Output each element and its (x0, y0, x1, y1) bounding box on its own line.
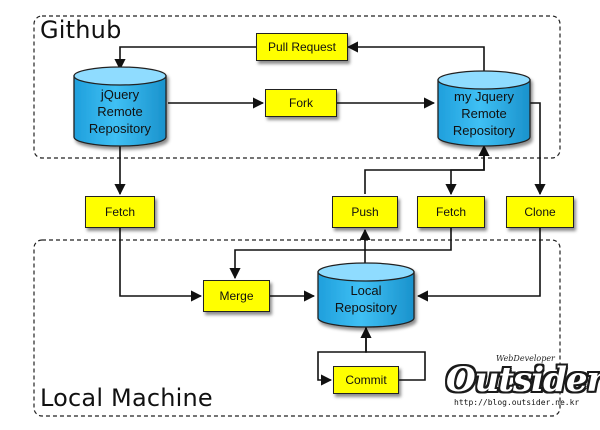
arrow-pullrequest-to-jquery (114, 46, 256, 71)
arrow-clone-to-local (416, 228, 541, 302)
arrow-myrepo-to-fetch (445, 146, 485, 196)
arrow-myrepo-to-pullrequest (346, 41, 485, 72)
repository-my-jquery-remote-shape (437, 70, 531, 147)
repository-my-jquery-remote-line-2: Remote (461, 105, 507, 121)
repository-my-jquery-remote-line-1: my Jquery (454, 88, 514, 104)
repository-my-jquery-remote: my Jquery Remote Repository (438, 88, 530, 138)
repository-local-shape (317, 262, 415, 328)
repository-my-jquery-remote-line-3: Repository (452, 122, 516, 138)
repository-local: Local Repository (318, 281, 414, 317)
merge-box: Merge (203, 280, 270, 312)
github-region (33, 15, 561, 159)
repository-local-line-2: Repository (334, 300, 398, 315)
push-box: Push (332, 196, 398, 228)
watermark-url: http://blog.outsider.ne.kr (454, 398, 580, 407)
pull-request-box: Pull Request (256, 33, 348, 61)
local-machine-region-title: Local Machine (40, 384, 213, 412)
arrow-fetch-origin-to-merge (229, 228, 452, 280)
arrow-commit-to-local (360, 326, 426, 381)
commit-box: Commit (333, 366, 399, 394)
repository-local-line-1: Local (350, 283, 382, 298)
fetch-upstream-box: Fetch (85, 196, 155, 228)
outsider-watermark: WebDeveloper Outsider http://blog.outsid… (444, 354, 600, 420)
repository-jquery-remote: jQuery Remote Repository (74, 86, 166, 136)
watermark-name: Outsider (446, 360, 600, 400)
fork-box: Fork (265, 89, 337, 117)
repository-jquery-remote-line-1: jQuery (100, 86, 140, 102)
github-region-title: Github (40, 16, 122, 44)
arrow-myrepo-to-clone (528, 102, 546, 196)
repository-jquery-remote-shape (73, 66, 167, 147)
fetch-origin-box: Fetch (417, 196, 485, 228)
watermark-tagline: WebDeveloper (496, 354, 555, 363)
arrow-fetch-to-merge (119, 228, 203, 302)
repository-jquery-remote-line-3: Repository (88, 120, 152, 136)
repository-jquery-remote-line-2: Remote (97, 103, 143, 119)
clone-box: Clone (506, 196, 574, 228)
local-machine-region (33, 239, 561, 417)
